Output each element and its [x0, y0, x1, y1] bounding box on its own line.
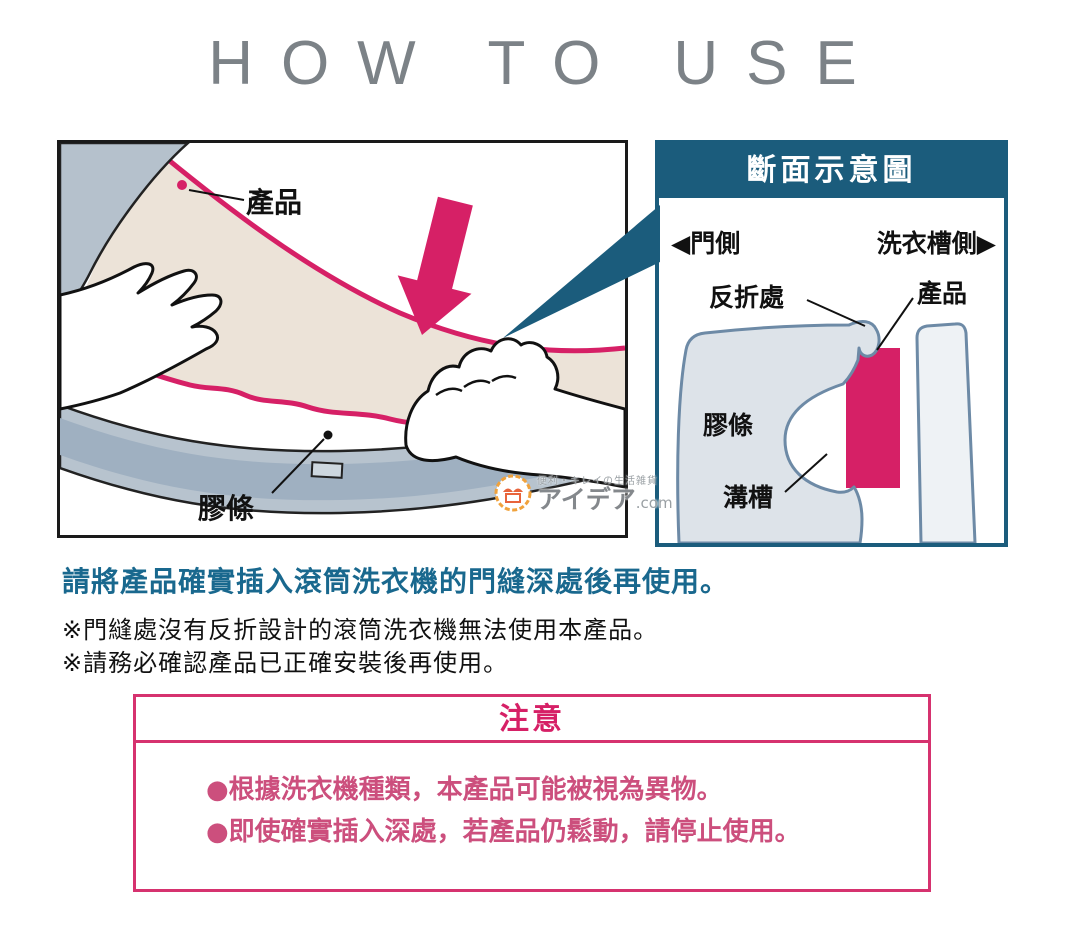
- cs-rubber-label: 膠條: [703, 411, 754, 440]
- watermark-tagline: 便利・キレイの生活雑貨: [537, 476, 658, 487]
- cs-fold-label: 反折處: [709, 283, 785, 312]
- product-edge-top: [146, 143, 625, 354]
- notice-title: 注意: [499, 702, 565, 737]
- cross-section-body: ◀門側 洗衣槽側▶ 反折處 產品 膠條 溝槽: [659, 198, 1004, 543]
- right-hand: [404, 337, 625, 489]
- down-arrow-icon: [397, 196, 473, 335]
- illustration-canvas: 產品 膠條: [60, 143, 625, 535]
- washer-door-illustration: [60, 143, 625, 515]
- callout-wedge: [503, 205, 660, 338]
- page-title: HOW TO USE: [208, 29, 885, 98]
- watermark-brand-name: アイデア: [537, 485, 636, 514]
- cs-groove-pointer: [784, 453, 828, 493]
- cs-tub-wall: [915, 322, 977, 543]
- watermark-text: 便利・キレイの生活雑貨 アイデア.com: [537, 472, 673, 516]
- cs-groove-label: 溝槽: [723, 483, 774, 512]
- cs-door-side-label: ◀門側: [671, 229, 741, 258]
- product-leader-line: [188, 189, 245, 201]
- left-hand: [60, 262, 223, 411]
- cross-section-diagram: [676, 297, 977, 543]
- notice-item: ●根據洗衣機種類，本產品可能被視為異物。: [206, 775, 723, 805]
- notice-header: 注意: [136, 697, 928, 743]
- cs-door-seal: [676, 320, 881, 543]
- instruction-note-2: ※請務必確認產品已正確安裝後再使用。: [62, 649, 509, 677]
- cs-product-label: 產品: [917, 279, 968, 308]
- instruction-note-1: ※門縫處沒有反折設計的滾筒洗衣機無法使用本產品。: [62, 616, 659, 644]
- rubber-leader-dot: [323, 430, 333, 440]
- rubber-leader-line: [271, 438, 325, 494]
- cs-product-pointer: [876, 297, 914, 351]
- cross-section-header: 斷面示意圖: [659, 144, 1004, 198]
- cs-fold-pointer: [806, 299, 866, 327]
- main-instruction: 請將產品確實插入滾筒洗衣機的門縫深處後再使用。: [62, 565, 730, 598]
- cs-tub-side-label: 洗衣槽側▶: [876, 229, 996, 258]
- rubber-band-inner: [60, 418, 625, 501]
- rubber-notch: [310, 461, 344, 479]
- notice-item: ●即使確實插入深處，若產品仍鬆動，請停止使用。: [206, 817, 801, 847]
- notice-box: 注意 ●根據洗衣機種類，本產品可能被視為異物。 ●即使確實插入深處，若產品仍鬆動…: [133, 694, 931, 892]
- right-hand-fingers: [435, 374, 517, 397]
- watermark-logo-icon: [494, 474, 532, 512]
- cross-section-panel: 斷面示意圖 ◀門側 洗衣槽側▶ 反折處 產品 膠條 溝槽: [655, 140, 1008, 547]
- cs-product-rect: [846, 348, 900, 488]
- notice-items: ●根據洗衣機種類，本產品可能被視為異物。 ●即使確實插入深處，若產品仍鬆動，請停…: [136, 743, 928, 853]
- watermark-brand-suffix: .com: [635, 494, 673, 512]
- illustration-panel: 產品 膠條: [57, 140, 628, 538]
- watermark-brand: アイデア.com: [537, 487, 673, 516]
- watermark: 便利・キレイの生活雑貨 アイデア.com: [492, 472, 673, 516]
- product-leader-dot: [177, 180, 187, 190]
- illustration-product-label: 產品: [246, 186, 303, 219]
- illustration-rubber-label: 膠條: [198, 492, 255, 525]
